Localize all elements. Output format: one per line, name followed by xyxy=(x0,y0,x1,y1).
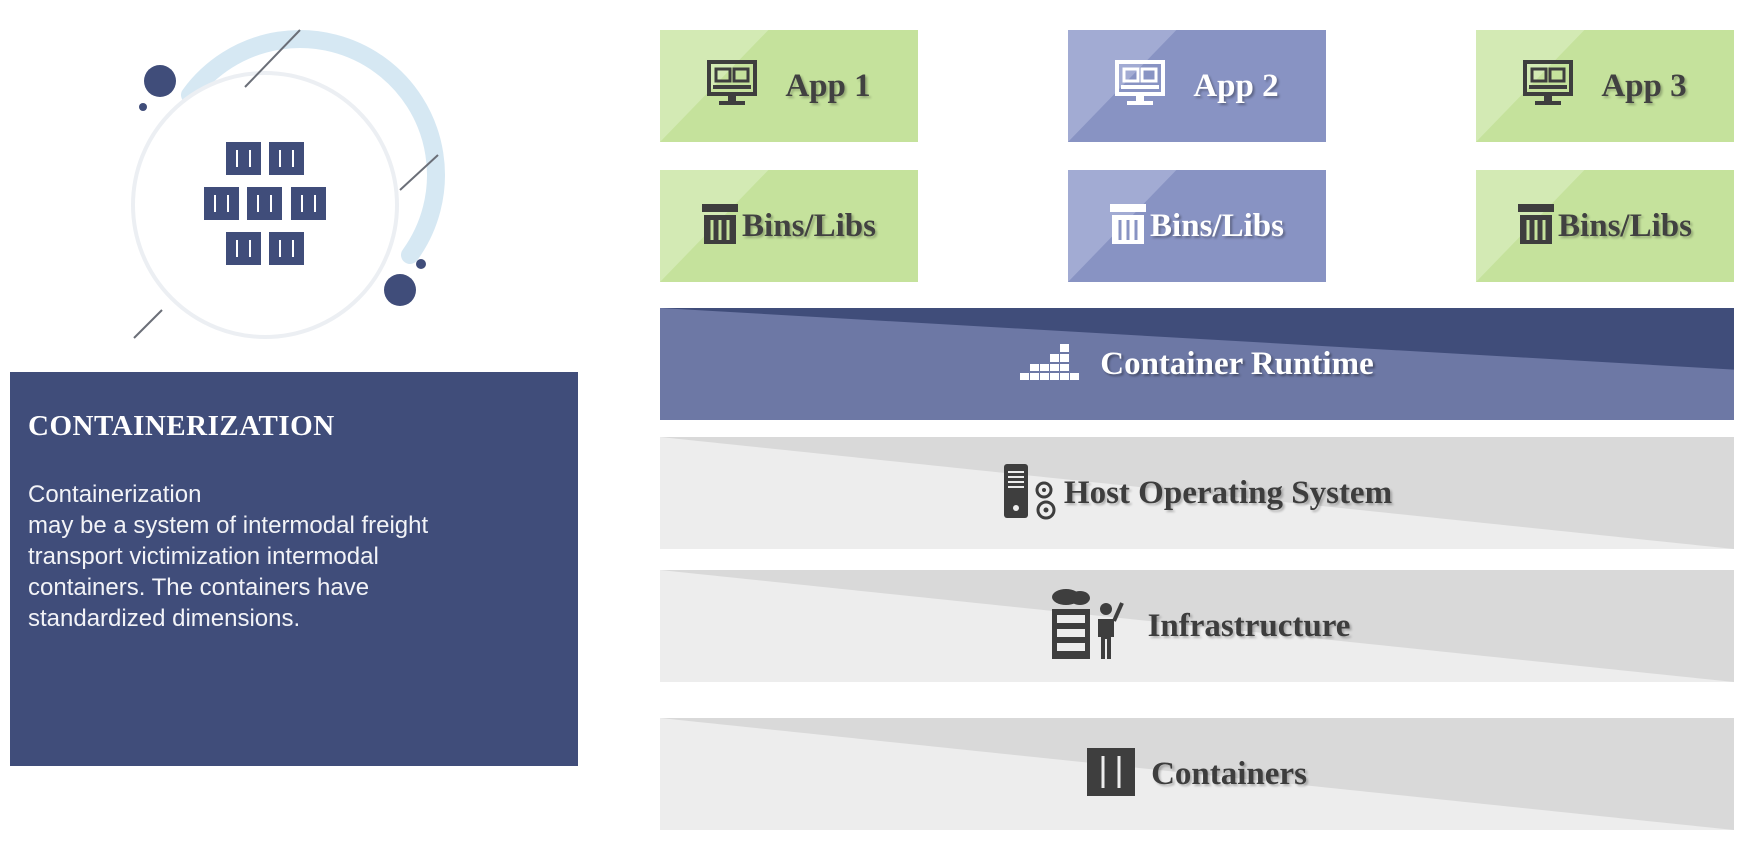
container-runtime-layer: Container Runtime xyxy=(660,308,1734,420)
containers-label: Containers xyxy=(1151,755,1307,792)
infrastructure-layer: Infrastructure xyxy=(660,570,1734,682)
bins-libs-3-tile: Bins/Libs xyxy=(1476,170,1734,282)
bins-libs-3-label: Bins/Libs xyxy=(1558,207,1692,244)
server-gears-icon xyxy=(1002,462,1060,525)
container-runtime-label: Container Runtime xyxy=(1100,345,1374,382)
bins-libs-1-label: Bins/Libs xyxy=(742,207,876,244)
info-line: containers. The containers have xyxy=(28,574,370,601)
host-os-label: Host Operating System xyxy=(1063,474,1393,511)
monitor-icon xyxy=(1523,59,1574,113)
app-1-label: App 1 xyxy=(785,67,871,104)
info-description: Containerization may be a system of inte… xyxy=(28,479,560,634)
app-3-label: App 3 xyxy=(1601,67,1687,104)
bins-libs-2-tile: Bins/Libs xyxy=(1068,170,1326,282)
info-line: transport victimization intermodal xyxy=(28,543,379,570)
bins-libs-1-tile: Bins/Libs xyxy=(660,170,918,282)
app-2-label: App 2 xyxy=(1193,67,1279,104)
infrastructure-label: Infrastructure xyxy=(1147,607,1351,644)
monitor-icon xyxy=(1115,59,1166,113)
archive-icon xyxy=(1110,202,1147,251)
host-os-layer: Host Operating System xyxy=(660,437,1734,549)
info-panel: CONTAINERIZATION Containerization may be… xyxy=(10,372,578,766)
info-title: CONTAINERIZATION xyxy=(28,410,335,442)
archive-icon xyxy=(1518,202,1555,251)
infrastructure-person-icon xyxy=(1044,585,1126,668)
shipping-containers-stack-icon xyxy=(204,142,334,267)
containerization-illustration xyxy=(120,25,450,345)
monitor-icon xyxy=(707,59,758,113)
archive-icon xyxy=(702,202,739,251)
app-3-tile: App 3 xyxy=(1476,30,1734,142)
app-1-tile: App 1 xyxy=(660,30,918,142)
info-line: may be a system of intermodal freight xyxy=(28,512,429,539)
container-box-icon xyxy=(1087,747,1136,801)
container-blocks-icon xyxy=(1020,343,1080,385)
app-2-tile: App 2 xyxy=(1068,30,1326,142)
containers-layer: Containers xyxy=(660,718,1734,830)
bins-libs-2-label: Bins/Libs xyxy=(1150,207,1284,244)
info-line: standardized dimensions. xyxy=(28,605,301,632)
info-line: Containerization xyxy=(28,481,202,508)
